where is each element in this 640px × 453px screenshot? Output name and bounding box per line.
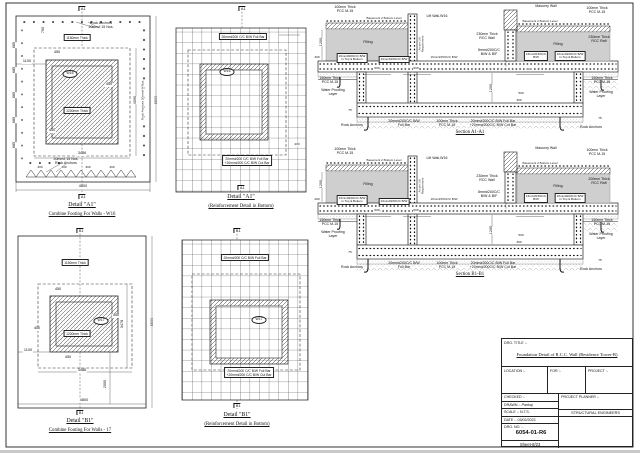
structural-engineers-label: STRUCTURAL ENGINEERS [559, 409, 632, 417]
date-value: 03/02/2023 [517, 417, 536, 422]
drg-no-label: DRG. NO. :- [504, 425, 524, 429]
drawn-value: Pankaj [521, 402, 533, 407]
location-cell: LOCATION :- [502, 367, 548, 393]
title-block-right-column: PROJECT PLANNER :- STRUCTURAL ENGINEERS [559, 394, 632, 448]
date-row: DATE :- 03/02/2023 [502, 417, 559, 424]
drg-title-cell: DRG. TITLE :- Foundation Detail of R.C.C… [502, 339, 632, 367]
checked-row: CHECKED :- [502, 394, 559, 402]
title-block-row2: LOCATION :- FOR :- PROJECT :- [502, 367, 632, 394]
sheet-number: Sheet-8/23 [519, 441, 541, 447]
page-edge-shadow [0, 450, 640, 453]
date-label: DATE :- [504, 417, 517, 422]
for-cell: FOR :- [548, 367, 586, 393]
project-cell: PROJECT :- [588, 368, 608, 373]
drawn-label: DRAWN :- [504, 402, 521, 407]
drg-title-label: DRG. TITLE :- [504, 340, 527, 345]
drg-no-row: DRG. NO. :- 6054-01-R6 [502, 424, 559, 441]
detail-a1-plan-linework [15, 8, 157, 192]
drg-no-value: 6054-01-R6 [515, 430, 547, 436]
scale-value: N.T.S. [519, 410, 530, 415]
detail-a1-reinf-linework [175, 8, 307, 193]
scale-label: SCALE :- [504, 410, 519, 415]
title-block-bottom: CHECKED :- DRAWN :- Pankaj SCALE :- N.T.… [502, 394, 632, 448]
project-planner-label: PROJECT PLANNER :- [561, 395, 599, 400]
drg-title: Foundation Detail of R.C.C. Wall (Reside… [516, 352, 618, 357]
title-block: DRG. TITLE :- Foundation Detail of R.C.C… [501, 338, 633, 448]
title-block-left-column: CHECKED :- DRAWN :- Pankaj SCALE :- N.T.… [502, 394, 560, 448]
scale-row: SCALE :- N.T.S. [502, 409, 559, 417]
detail-b1-reinf-linework [181, 230, 309, 409]
drawn-row: DRAWN :- Pankaj [502, 402, 559, 409]
detail-b1-plan-linework [17, 230, 153, 412]
